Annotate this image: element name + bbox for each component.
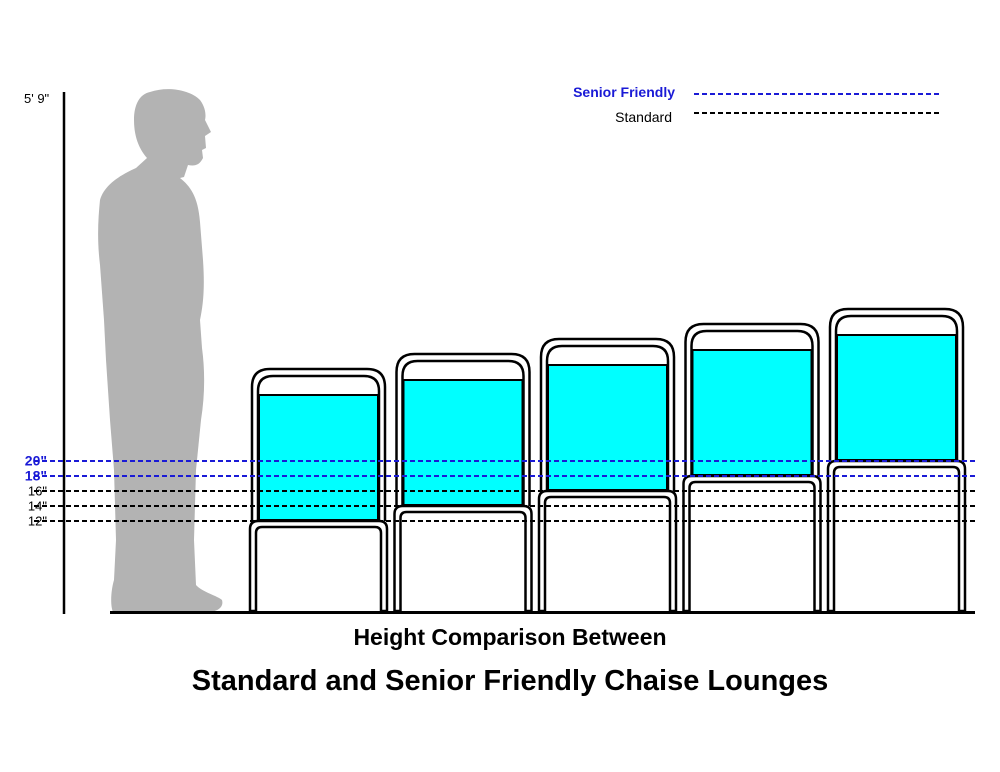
lounge-back-frame-inner <box>256 374 381 521</box>
lounge-cushion <box>258 394 379 521</box>
legend-standard-label: Standard <box>615 109 672 125</box>
lounge-base-frame-inner <box>543 495 672 611</box>
lounge-back-frame-outer <box>539 337 676 491</box>
height-tick-label: 16" <box>28 484 47 499</box>
chaise-lounges <box>248 307 967 613</box>
caption-line-2: Standard and Senior Friendly Chaise Loun… <box>191 665 829 697</box>
lounge-back-frame-outer <box>828 307 965 461</box>
lounge-base-frame-outer <box>537 489 678 611</box>
person-height-label: 5' 9" <box>24 91 50 106</box>
lounge-back-frame-inner <box>401 359 525 506</box>
lounge-base-frame-inner <box>832 465 961 611</box>
lounge-base-frame-outer <box>248 519 389 611</box>
lounge-base-frame-inner <box>254 525 383 611</box>
lounge-base-frame-inner <box>688 480 816 611</box>
lounge-back-frame-inner <box>834 314 959 461</box>
chaise-lounge-3 <box>537 337 678 613</box>
chaise-lounge-4 <box>682 322 822 613</box>
lounge-cushion <box>836 334 957 461</box>
lounge-base-frame-outer <box>826 459 967 611</box>
height-tick-label: 20" <box>25 453 47 469</box>
lounge-back-frame-outer <box>250 367 387 521</box>
height-tick-label: 14" <box>28 499 47 514</box>
chaise-lounge-5 <box>826 307 967 613</box>
caption-line-1: Height Comparison Between <box>353 624 667 650</box>
lounge-back-frame-outer <box>684 322 820 476</box>
height-tick-label: 18" <box>25 468 47 484</box>
lounge-base-frame-inner <box>399 510 527 611</box>
lounge-cushion <box>402 379 524 506</box>
chaise-lounge-2 <box>393 352 533 613</box>
lounge-cushion <box>547 364 668 491</box>
person-silhouette-icon <box>98 89 223 613</box>
height-tick-label: 12" <box>28 514 47 529</box>
lounge-back-frame-inner <box>545 344 670 491</box>
height-reference-lines: 20"18"16"14"12" <box>25 453 975 529</box>
legend: Senior Friendly Standard <box>573 84 942 125</box>
lounge-back-frame-inner <box>690 329 814 476</box>
lounge-back-frame-outer <box>395 352 531 506</box>
legend-senior-label: Senior Friendly <box>573 84 675 100</box>
chaise-lounge-1 <box>248 367 389 613</box>
lounge-cushion <box>691 349 813 476</box>
lounge-base-frame-outer <box>682 474 822 611</box>
